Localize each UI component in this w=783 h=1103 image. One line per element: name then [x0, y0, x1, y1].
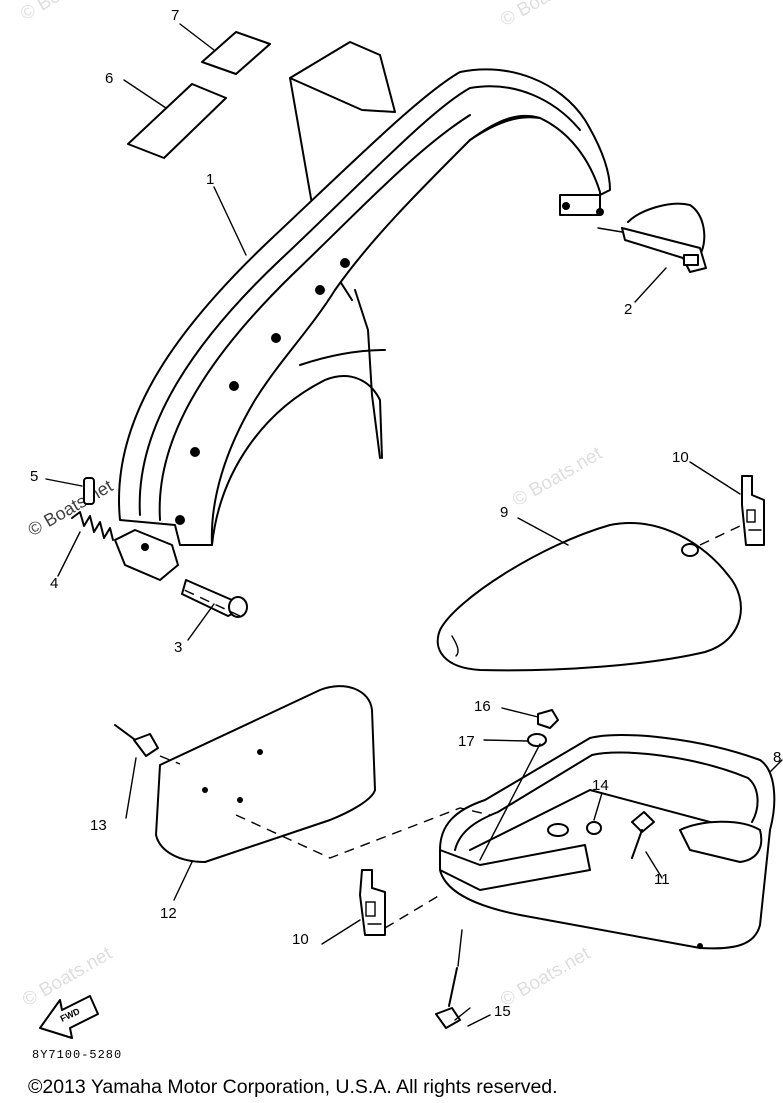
part-5-clip [83, 477, 95, 505]
callout-4: 4 [50, 575, 59, 592]
callout-15: 15 [494, 1003, 511, 1020]
part-10-clip-upper [741, 475, 765, 546]
callout-2: 2 [624, 301, 633, 318]
fwd-arrow: FWD [39, 995, 99, 1039]
decal-6 [127, 83, 227, 159]
part-12-panel [155, 685, 376, 863]
callout-12: 12 [160, 905, 177, 922]
part-2-latch [597, 202, 707, 273]
part-8-box [439, 734, 776, 950]
part-3-pin [181, 579, 248, 618]
part-16-nut [537, 709, 559, 729]
part-14-washer [586, 821, 602, 835]
decal-7 [201, 31, 271, 75]
callout-16: 16 [474, 698, 491, 715]
part-13-screw [114, 724, 159, 757]
callout-7: 7 [171, 7, 180, 24]
part-17-washer [527, 733, 547, 747]
callout-1: 1 [206, 171, 215, 188]
part-9-lid [436, 522, 742, 672]
callout-11: 11 [654, 871, 670, 888]
diagram-code: 8Y7100-5280 [32, 1048, 123, 1062]
part-4-spring [71, 511, 114, 541]
part-1-cover [114, 41, 611, 581]
callout-5: 5 [30, 468, 39, 485]
callout-3: 3 [174, 639, 183, 656]
part-10-clip-lower [359, 869, 386, 936]
part-11-bolt [631, 811, 655, 859]
callout-8: 8 [773, 749, 782, 766]
copyright-notice: ©2013 Yamaha Motor Corporation, U.S.A. A… [28, 1076, 558, 1098]
callout-14: 14 [592, 777, 609, 794]
callout-6: 6 [105, 70, 114, 87]
callout-9: 9 [500, 504, 509, 521]
callout-13: 13 [90, 817, 107, 834]
callout-10-upper: 10 [672, 449, 689, 466]
part-15-screw [435, 967, 461, 1029]
callout-10-lower: 10 [292, 931, 309, 948]
callout-17: 17 [458, 733, 475, 750]
